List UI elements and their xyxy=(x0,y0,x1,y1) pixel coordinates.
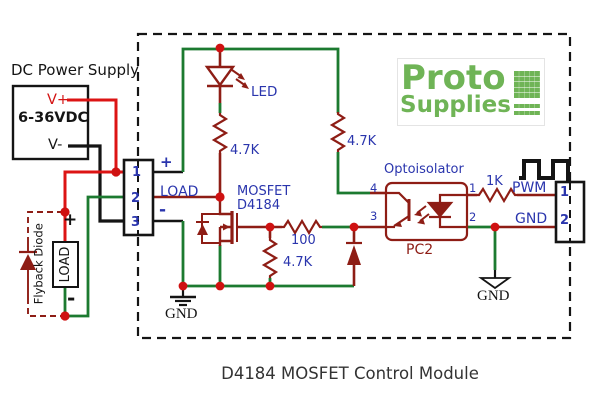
opto-resistor-label: 4.7K xyxy=(347,134,377,149)
gnd-left-label: GND xyxy=(165,306,198,322)
mosfet-icon xyxy=(196,197,238,246)
vminus-wire xyxy=(68,144,124,223)
input-pin3-label: 3 xyxy=(131,215,141,230)
ground-triangle-icon xyxy=(478,277,512,290)
optocoupler-icon xyxy=(384,181,469,242)
flyback-diode-label: Flyback Diode xyxy=(31,223,46,305)
opto-part-label: PC2 xyxy=(406,242,434,258)
flyback-diode-icon xyxy=(19,211,63,317)
vplus-wire xyxy=(67,98,118,172)
input-plus-label: + xyxy=(160,153,173,171)
junction-dot xyxy=(215,281,225,291)
opto-led-anode xyxy=(438,193,467,203)
input-pin2-label: 2 xyxy=(131,191,141,206)
vplus-label: V+ xyxy=(47,92,70,108)
opto-led-cathode xyxy=(438,217,467,229)
mosfet-part-label: D4184 xyxy=(237,198,281,213)
flyback-triangle xyxy=(20,254,36,270)
flyback-dashed xyxy=(27,211,63,317)
load-box-label: LOAD xyxy=(58,246,73,283)
load-plus-label: + xyxy=(63,210,78,230)
load-minus-label: - xyxy=(67,286,76,310)
resistors xyxy=(211,112,517,278)
top-rail xyxy=(181,47,340,172)
opto-box xyxy=(384,181,469,242)
pulldown-resistor-label: 4.7K xyxy=(283,255,313,270)
proto-supplies-logo: Proto Supplies xyxy=(397,58,545,126)
body-diode-triangle xyxy=(197,224,208,235)
resistor-icon-gate xyxy=(282,218,322,236)
input-pin1-label: 1 xyxy=(132,165,142,180)
junction-dot xyxy=(215,43,225,53)
component-wires xyxy=(153,48,556,286)
junction-dot xyxy=(60,207,70,217)
opto-emitter-arrow xyxy=(394,221,402,227)
logo-squares-icon xyxy=(514,104,540,115)
led-ray-arrow xyxy=(237,73,245,80)
gate-resistor-label: 100 xyxy=(291,233,316,248)
red-wires xyxy=(63,98,124,242)
junction-dot xyxy=(111,167,121,177)
optoisolator-label: Optoisolator xyxy=(384,162,464,177)
junction-dot xyxy=(60,311,70,321)
led-ray-arrow xyxy=(241,82,249,89)
opto-r-wire xyxy=(336,152,370,195)
black-wires xyxy=(68,144,497,278)
opto-pin3-label: 3 xyxy=(370,209,378,223)
junction-dot xyxy=(178,281,188,291)
junction-dots xyxy=(60,43,500,321)
resistor-icon-opto xyxy=(329,112,347,152)
input-minus-label: - xyxy=(159,200,167,220)
opto-ray-arrow xyxy=(414,210,422,217)
led-triangle xyxy=(204,65,236,88)
pwm-label: PWM xyxy=(512,180,547,196)
led-label: LED xyxy=(251,84,278,100)
junction-dot xyxy=(490,222,500,232)
resistor-icon-pulldown xyxy=(261,238,279,278)
pwm-pin1-label: 1 xyxy=(560,185,570,200)
pwm-pin2-label: 2 xyxy=(560,213,570,228)
zener-diode-icon xyxy=(346,241,362,265)
load-box xyxy=(52,241,79,288)
opto-pin2-label: 2 xyxy=(469,210,477,224)
gnd-right-label: GND xyxy=(477,288,510,304)
junction-dot xyxy=(265,222,275,232)
logo-squares-icon xyxy=(514,71,540,98)
opto-pin4-label: 4 xyxy=(370,181,378,195)
mosfet-name-label: MOSFET xyxy=(237,184,291,199)
opto-led-triangle xyxy=(426,201,454,218)
junction-dot xyxy=(349,222,359,232)
logo-supplies-text: Supplies xyxy=(400,92,511,118)
input-load-label: LOAD xyxy=(160,184,199,200)
junction-dot xyxy=(215,192,225,202)
resistor-icon-led xyxy=(211,113,229,153)
mosfet-arrow xyxy=(223,223,230,231)
vplus-branch xyxy=(63,170,124,242)
logo-proto-text: Proto xyxy=(401,58,506,98)
page-title: D4184 MOSFET Control Module xyxy=(221,364,479,383)
power-supply-title: DC Power Supply xyxy=(11,61,140,79)
pwm-resistor-label: 1K xyxy=(486,174,503,189)
vminus-label: V- xyxy=(48,137,63,153)
opto-collector xyxy=(386,191,410,204)
junction-dot xyxy=(265,281,275,291)
zener-triangle xyxy=(347,245,361,265)
resistor-icon-pwm xyxy=(477,186,517,204)
square-wave-icon xyxy=(519,159,570,183)
load-return-wire xyxy=(63,195,124,318)
led-resistor-label: 4.7K xyxy=(230,143,260,158)
opto-pin1-label: 1 xyxy=(469,181,477,195)
mosfet-source xyxy=(218,225,232,246)
voltage-range-label: 6-36VDC xyxy=(18,110,89,126)
led-icon xyxy=(204,65,249,89)
opto-gnd-wire xyxy=(467,225,497,270)
opto-ray-arrow xyxy=(417,218,425,225)
gnd-pin-label: GND xyxy=(515,211,548,227)
